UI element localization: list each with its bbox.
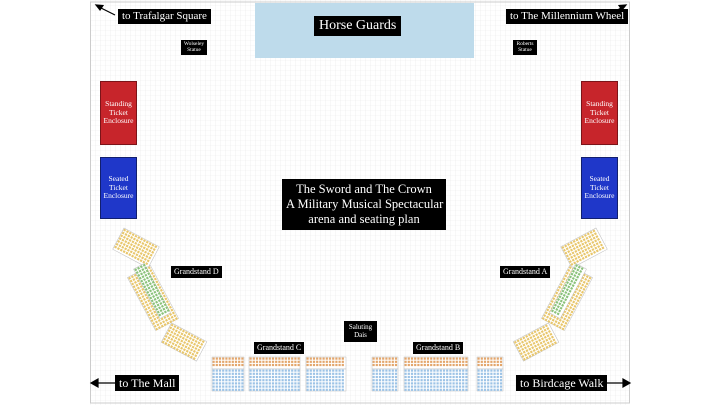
plan-subtitle: A Military Musical Spectacular (286, 197, 444, 211)
standing-enclosure-left: Standing Ticket Enclosure (100, 81, 137, 145)
seat-block-bottom-orange (476, 356, 504, 370)
seat-block-bottom-blue (371, 368, 399, 392)
plan-title-block: The Sword and The Crown A Military Music… (282, 179, 446, 230)
plan-caption: arena and seating plan (308, 212, 420, 226)
seat-block-bottom-blue (211, 368, 245, 392)
direction-millennium-wheel: to The Millennium Wheel (506, 9, 629, 24)
arrow-bottom-right-icon (606, 377, 632, 389)
arrow-top-left-icon (94, 4, 116, 16)
seat-block-bottom-orange (403, 356, 469, 370)
seat-block-d-upper (112, 227, 160, 269)
seat-block-d-main-green (133, 263, 171, 319)
seating-blocks (112, 227, 608, 392)
seat-block-bottom-orange (305, 356, 347, 370)
horse-guards-label: Horse Guards (314, 16, 402, 36)
seat-block-a-upper (560, 227, 608, 269)
seated-enclosure-left: Seated Ticket Enclosure (100, 157, 137, 219)
seat-block-bottom-blue (476, 368, 504, 392)
grandstand-a-label: Grandstand A (500, 266, 551, 278)
seat-block-a-lower (512, 322, 560, 362)
seat-block-bottom-blue (305, 368, 347, 392)
seat-block-a-main-green (549, 263, 587, 319)
roberts-statue: Roberts Statue (513, 40, 537, 55)
seat-block-bottom-blue (248, 368, 301, 392)
seated-enclosure-right: Seated Ticket Enclosure (581, 157, 618, 219)
grandstand-b-label: Grandstand B (413, 342, 464, 354)
arrow-bottom-left-icon (89, 377, 118, 389)
direction-the-mall: to The Mall (115, 375, 180, 391)
grandstand-c-label: Grandstand C (254, 342, 305, 354)
wolseley-statue: Wolseley Statue (181, 40, 207, 55)
saluting-dais: Saluting Dais (344, 321, 377, 342)
seat-block-bottom-blue (403, 368, 469, 392)
direction-birdcage-walk: to Birdcage Walk (516, 375, 608, 391)
seat-block-bottom-orange (371, 356, 399, 370)
grandstand-d-label: Grandstand D (171, 266, 222, 278)
seat-block-bottom-orange (211, 356, 245, 370)
arena-border (90, 1, 630, 404)
seat-block-d-lower (160, 322, 208, 362)
standing-enclosure-right: Standing Ticket Enclosure (581, 81, 618, 145)
direction-trafalgar-square: to Trafalgar Square (118, 9, 211, 24)
seat-block-bottom-orange (248, 356, 301, 370)
plan-title: The Sword and The Crown (296, 182, 432, 196)
